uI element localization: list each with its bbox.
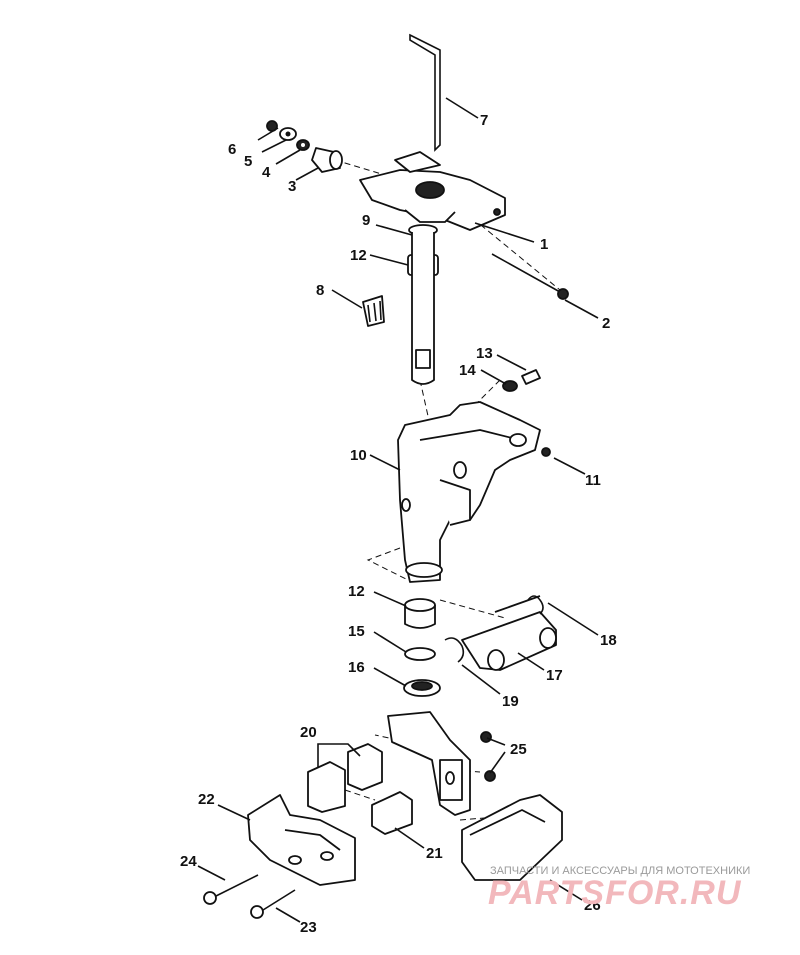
callout-23: 23 (300, 919, 317, 936)
part-21-pad (371, 791, 413, 835)
callout-12-upper: 12 (350, 247, 367, 264)
part-23-bolt (250, 889, 296, 919)
callout-17: 17 (546, 667, 563, 684)
callout-26: 26 (584, 897, 601, 914)
part-14-friction-pad (502, 380, 518, 392)
part-24-bolt (203, 874, 259, 905)
part-5-washer (279, 127, 297, 141)
callout-25: 25 (510, 741, 527, 758)
watermark: ЗАПЧАСТИ И АКСЕССУАРЫ ДЛЯ МОТОТЕХНИКИ PA… (488, 865, 750, 912)
callout-3: 3 (288, 178, 296, 195)
callout-19: 19 (502, 693, 519, 710)
part-22-clamp-handle (247, 794, 356, 886)
callout-5: 5 (244, 153, 252, 170)
callout-7: 7 (480, 112, 488, 129)
callout-16: 16 (348, 659, 365, 676)
callout-10: 10 (350, 447, 367, 464)
callout-22: 22 (198, 791, 215, 808)
callout-9: 9 (362, 212, 370, 229)
callout-labels: 7 6 5 4 3 9 1 12 8 2 13 14 10 11 12 15 1… (180, 112, 617, 936)
callout-18: 18 (600, 632, 617, 649)
part-17-lock-lever (461, 595, 557, 671)
callout-24: 24 (180, 853, 197, 870)
part-10-swivel-housing (397, 401, 541, 583)
callout-21: 21 (426, 845, 443, 862)
leader-lines (197, 97, 599, 923)
callout-13: 13 (476, 345, 493, 362)
callout-12-lower: 12 (348, 583, 365, 600)
part-11-grease-fitting (541, 447, 551, 457)
part-26-pad-cover (461, 794, 563, 881)
part-12-lower-bushing (404, 598, 436, 629)
part-20-pad-left (307, 761, 346, 813)
callout-2: 2 (602, 315, 610, 332)
part-1-steering-yoke (359, 151, 506, 231)
part-18-spring (527, 595, 544, 615)
callout-4: 4 (262, 164, 271, 181)
part-25-nut-lower (484, 770, 496, 782)
steering-shaft (411, 232, 435, 385)
part-20-pad-right (347, 743, 383, 791)
callout-15: 15 (348, 623, 365, 640)
watermark-caption: ЗАПЧАСТИ И АКСЕССУАРЫ ДЛЯ МОТОТЕХНИКИ (490, 865, 750, 877)
part-19-spring (444, 637, 465, 663)
part-8-clip (362, 295, 385, 327)
part-2-through-bolt (491, 253, 569, 300)
callout-14: 14 (459, 362, 476, 379)
part-16-seal (403, 679, 441, 697)
callout-8: 8 (316, 282, 324, 299)
clamp-bracket (387, 711, 471, 816)
part-3-bushing (311, 147, 343, 173)
part-15-o-ring (404, 647, 436, 661)
part-25-nut-upper (480, 731, 492, 743)
callout-6: 6 (228, 141, 236, 158)
callout-11: 11 (585, 472, 601, 489)
part-4-lock-washer (296, 139, 310, 151)
part-7-wire-link (409, 33, 441, 152)
callout-20: 20 (300, 724, 317, 741)
watermark-logo: PARTSFOR.RU (488, 874, 742, 912)
callout-1: 1 (540, 236, 548, 253)
part-13-screw (521, 369, 541, 385)
